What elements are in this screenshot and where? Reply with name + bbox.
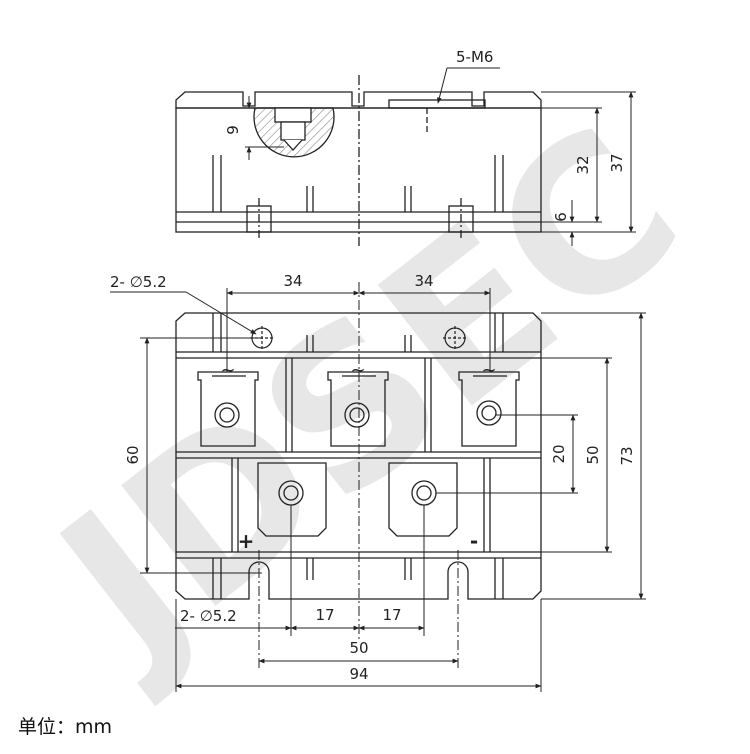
centerlines <box>258 282 459 670</box>
dim-top-pitch <box>226 288 491 372</box>
dim-bottom-pitch <box>262 505 425 636</box>
dim-32-label: 32 <box>574 155 592 174</box>
mark-minus: - <box>470 529 478 553</box>
dim-side-heights <box>541 91 636 246</box>
mark-ac-1: ~ <box>220 360 235 381</box>
dim-height-60 <box>140 337 262 574</box>
terminal-ac-1 <box>197 371 259 447</box>
dim-right-heights <box>436 312 646 600</box>
dim-94-label: 94 <box>349 665 368 683</box>
dim-thread-depth <box>245 96 284 160</box>
dim-pitch-right-label: 34 <box>414 272 433 290</box>
hole-callout-top-label: 2- ∅5.2 <box>110 273 167 291</box>
dim-37-label: 37 <box>608 153 626 172</box>
side-view <box>175 75 542 246</box>
mounting-hole-right <box>443 326 467 350</box>
dim-thread-depth-label: 9 <box>224 125 242 135</box>
dim-20-label: 20 <box>550 444 568 463</box>
dim-17-right-label: 17 <box>382 606 401 624</box>
dim-6-label: 6 <box>552 212 570 222</box>
hole-callout-top <box>110 291 257 335</box>
dim-60-label: 60 <box>124 445 142 464</box>
thread-callout-label: 5-M6 <box>456 48 493 66</box>
dim-50v-label: 50 <box>584 445 602 464</box>
mark-ac-3: ~ <box>481 360 496 381</box>
hole-callout-bottom-label: 2- ∅5.2 <box>180 607 237 625</box>
mark-ac-2: ~ <box>350 360 365 381</box>
watermark: JDSEC <box>9 80 722 712</box>
dim-73-label: 73 <box>618 446 636 465</box>
dim-overall-width <box>175 599 542 692</box>
svg-text:JDSEC: JDSEC <box>9 80 722 712</box>
dim-pitch-left-label: 34 <box>283 272 302 290</box>
dim-50h-label: 50 <box>349 639 368 657</box>
dim-17-left-label: 17 <box>315 606 334 624</box>
mark-plus: + <box>238 529 255 553</box>
unit-label: 单位：mm <box>18 716 113 738</box>
terminal-ac-3 <box>458 371 520 447</box>
thread-callout: 5-M6 <box>437 48 500 104</box>
